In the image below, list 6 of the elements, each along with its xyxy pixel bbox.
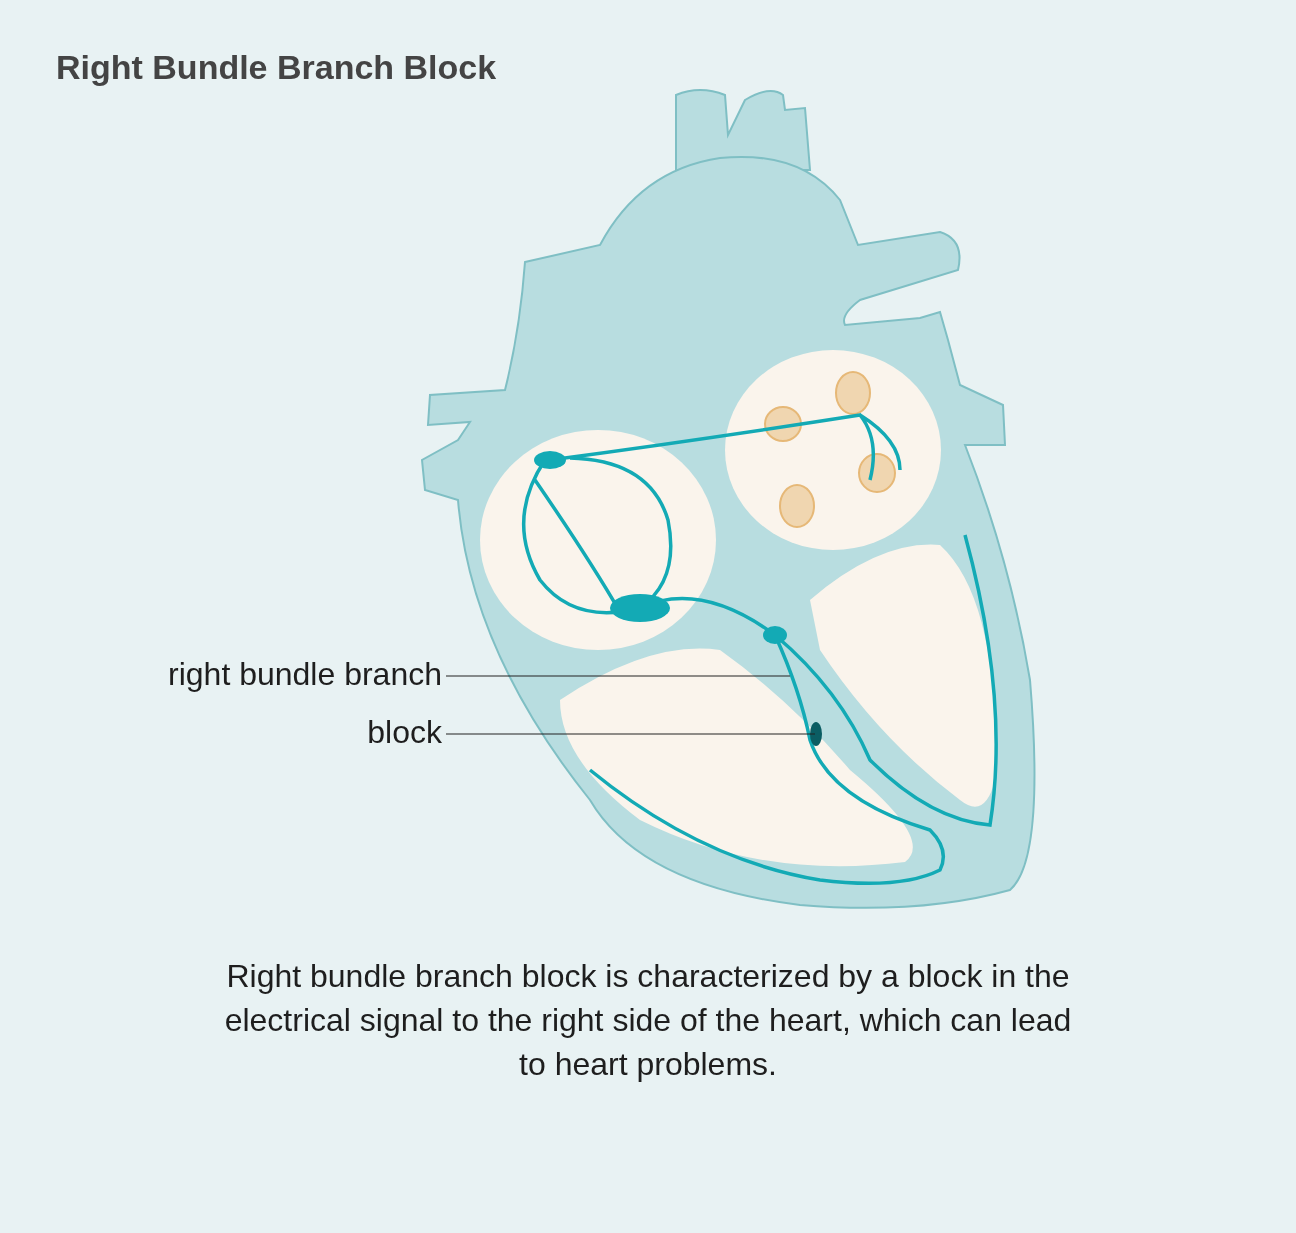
leader-line bbox=[445, 733, 816, 735]
title: Right Bundle Branch Block bbox=[56, 48, 497, 87]
part-label: right bundle branch bbox=[168, 656, 442, 693]
part-label: block bbox=[367, 714, 442, 751]
leader-line bbox=[445, 675, 791, 677]
caption: Right bundle branch block is characterized by a block in the electrical signal to the right side of the heart, which can lead to heart problems. bbox=[223, 957, 1073, 1084]
